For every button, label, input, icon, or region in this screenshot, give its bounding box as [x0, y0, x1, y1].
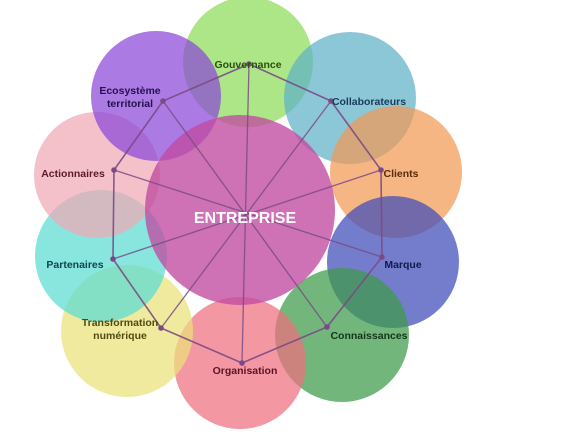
spoke-line	[113, 169, 383, 258]
partenaires-dot	[110, 256, 116, 262]
partenaires-label: Partenaires	[46, 259, 103, 271]
circles-layer	[34, 0, 462, 429]
collaborateurs-label: Collaborateurs	[332, 96, 406, 108]
marque-label: Marque	[384, 259, 422, 271]
organisation-label: Organisation	[213, 365, 278, 377]
ecosysteme-territorial-dot	[160, 98, 166, 104]
actionnaires-label: Actionnaires	[41, 168, 105, 180]
gouvernance-label: Gouvernance	[214, 59, 281, 71]
organisation-dot	[239, 360, 245, 366]
actionnaires-dot	[111, 167, 117, 173]
transformation-numerique-dot	[158, 325, 164, 331]
center-circle	[145, 115, 335, 305]
spoke-line	[162, 100, 328, 328]
spoke-line	[241, 63, 250, 364]
clients-label: Clients	[383, 168, 418, 180]
center-label: ENTREPRISE	[194, 210, 297, 227]
spoke-line	[112, 169, 382, 260]
collaborateurs-dot	[328, 98, 334, 104]
connaissances-label: Connaissances	[330, 330, 407, 342]
center-layer	[145, 115, 335, 305]
connaissances-dot	[324, 324, 330, 330]
marque-dot	[379, 254, 385, 260]
gouvernance-dot	[246, 61, 252, 67]
clients-dot	[378, 167, 384, 173]
node-labels: GouvernanceCollaborateursClientsMarqueCo…	[41, 59, 422, 377]
ecosysteme-territorial-circle	[91, 31, 221, 161]
connector-dots	[110, 61, 385, 366]
